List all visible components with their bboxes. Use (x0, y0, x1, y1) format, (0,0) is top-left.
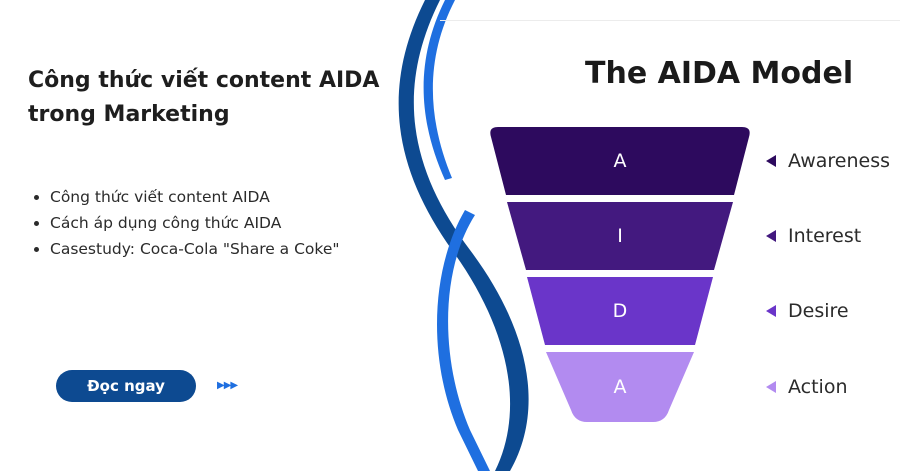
topic-item: Công thức viết content AIDA (50, 184, 340, 210)
triple-arrow-icon: ▶▶▶ (217, 380, 238, 391)
funnel-band-desire (527, 277, 713, 345)
stage-letter-interest: I (617, 225, 623, 247)
ribbon-light-band (437, 210, 490, 471)
funnel-band-awareness (490, 127, 750, 195)
read-now-button[interactable]: Đọc ngay (56, 370, 196, 402)
stage-letter-action: A (613, 376, 627, 398)
stage-label-awareness: Awareness (788, 150, 891, 172)
aida-model-panel: The AIDA Model A I D A Awareness Interes… (440, 20, 900, 472)
aida-funnel (490, 127, 750, 422)
stage-label-interest: Interest (788, 225, 862, 247)
stage-letter-awareness: A (613, 150, 627, 172)
topic-item: Cách áp dụng công thức AIDA (50, 210, 340, 236)
funnel-band-action (546, 352, 694, 422)
topic-item: Casestudy: Coca-Cola "Share a Coke" (50, 236, 340, 262)
ribbon-light-band (423, 0, 455, 180)
stage-label-action: Action (788, 376, 848, 398)
stage-marker-icon (766, 305, 776, 317)
headline-line-2: trong Marketing (28, 102, 230, 127)
article-promo: Công thức viết content AIDA trong Market… (0, 0, 470, 471)
stage-label-desire: Desire (788, 300, 849, 322)
stage-marker-icon (766, 230, 776, 242)
article-headline: Công thức viết content AIDA trong Market… (28, 64, 448, 132)
funnel-band-interest (507, 202, 733, 270)
stage-letter-desire: D (612, 300, 628, 322)
headline-line-1: Công thức viết content AIDA (28, 68, 380, 93)
stage-marker-icon (766, 381, 776, 393)
model-title: The AIDA Model (585, 56, 854, 91)
ribbon-dark-band (398, 0, 529, 471)
stage-marker-icon (766, 155, 776, 167)
topic-list: Công thức viết content AIDA Cách áp dụng… (30, 184, 340, 262)
